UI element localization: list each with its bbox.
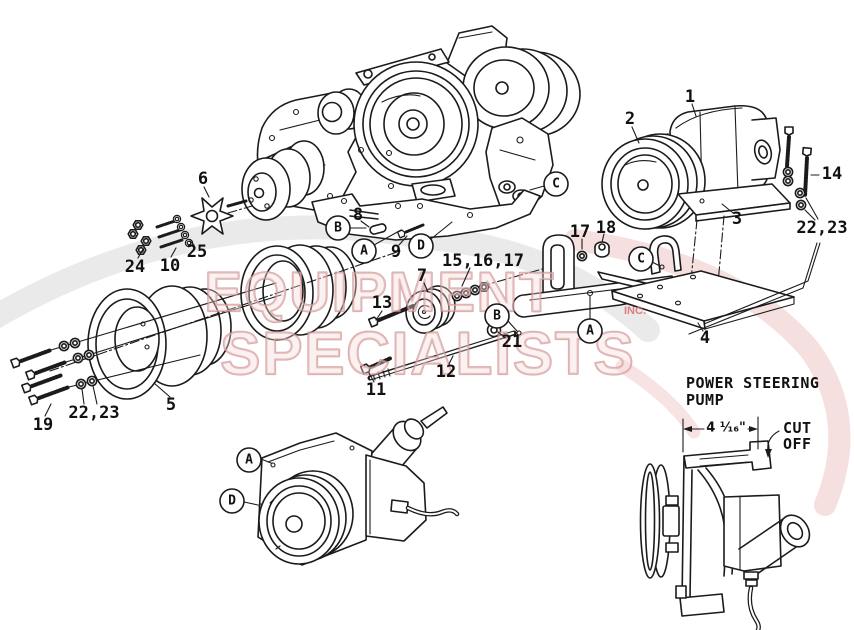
part-label-18: 18	[596, 218, 616, 238]
watermark-inc: INC.	[624, 305, 646, 317]
compressor-group	[601, 104, 821, 335]
part-label-8: 8	[353, 205, 363, 225]
part-label-21: 21	[502, 332, 522, 352]
part-label-9: 9	[391, 242, 401, 262]
ref-letter: B	[334, 221, 342, 236]
ref-letter: C	[552, 177, 560, 192]
ref-letter: B	[493, 309, 501, 324]
part-label-6: 6	[198, 169, 208, 189]
ps-pump-body	[365, 454, 427, 542]
ref-letter: D	[417, 239, 425, 254]
ref-circle-d1: D	[408, 233, 434, 259]
idler-pulley	[405, 290, 443, 334]
part-label-3: 3	[732, 209, 742, 229]
part-label-12: 12	[436, 362, 456, 382]
part-label-15-16-17: 15,16,17	[442, 251, 524, 271]
part-label-25: 25	[187, 242, 207, 262]
ref-circles: B A D C B A C A D	[219, 171, 654, 514]
part-label-19: 19	[33, 415, 53, 435]
idler-group	[359, 223, 554, 381]
ref-letter: D	[228, 494, 236, 509]
ps-pump-title-line1: POWER STEERING	[686, 374, 819, 392]
part-label-22-23-left: 22,23	[68, 403, 119, 423]
ref-circle-a1: A	[351, 238, 377, 264]
engine-assembly	[241, 25, 581, 241]
part-label-4: 4	[700, 328, 710, 348]
ps-pump-title-line2: PUMP	[686, 391, 724, 409]
crank-bolt-group	[10, 337, 98, 406]
part-label-7: 7	[417, 266, 427, 286]
ps-side-bracket	[683, 440, 772, 471]
ref-circle-b2: B	[484, 303, 510, 329]
part-label-17: 17	[570, 222, 590, 242]
ref-circle-b1: B	[325, 215, 351, 241]
part-label-2: 2	[625, 109, 635, 129]
leader-lines	[44, 103, 734, 506]
cutoff-label-line1: CUT	[783, 419, 812, 437]
part-label-1: 1	[685, 87, 695, 107]
part-label-10: 10	[160, 256, 180, 276]
crank-pulleys	[49, 244, 401, 400]
cutoff-label-line2: OFF	[783, 435, 812, 453]
ps-pump-front	[257, 406, 460, 566]
part-label-24: 24	[125, 257, 145, 277]
ref-circle-a3: A	[236, 447, 262, 473]
part-label-22-23-right: 22,23	[796, 218, 847, 238]
ps-side-body	[723, 494, 782, 572]
ref-letter: A	[245, 453, 253, 468]
ref-letter: C	[637, 252, 645, 267]
dimension-4-1-16: 4 ¹⁄₁₆"	[682, 416, 759, 453]
ref-circle-c2: C	[628, 246, 654, 272]
part-label-13: 13	[372, 293, 392, 313]
ps-side-pulley	[639, 463, 661, 579]
ps-pump-side: 4 ¹⁄₁₆"	[639, 416, 811, 630]
spacer-8	[369, 223, 387, 235]
fan-spacer-group	[127, 197, 253, 255]
part-label-5: 5	[166, 395, 176, 415]
ref-circle-d2: D	[219, 488, 245, 514]
ref-circle-a2: A	[577, 318, 603, 344]
dimension-text: 4 ¹⁄₁₆"	[706, 421, 746, 436]
ref-letter: A	[586, 324, 594, 339]
cutoff-arrow	[765, 449, 772, 458]
part-labels: 1 2 3 4 5 6 7 8 9 10 11 12 13 14 15,16,1…	[33, 87, 848, 435]
ref-letter: A	[360, 244, 368, 259]
watermark-line2: SPECIALISTS	[220, 320, 635, 387]
part-label-14: 14	[822, 164, 842, 184]
ref-circle-c1: C	[543, 171, 569, 197]
notes: POWER STEERING PUMP CUT OFF	[686, 374, 819, 453]
part-label-11: 11	[366, 380, 386, 400]
